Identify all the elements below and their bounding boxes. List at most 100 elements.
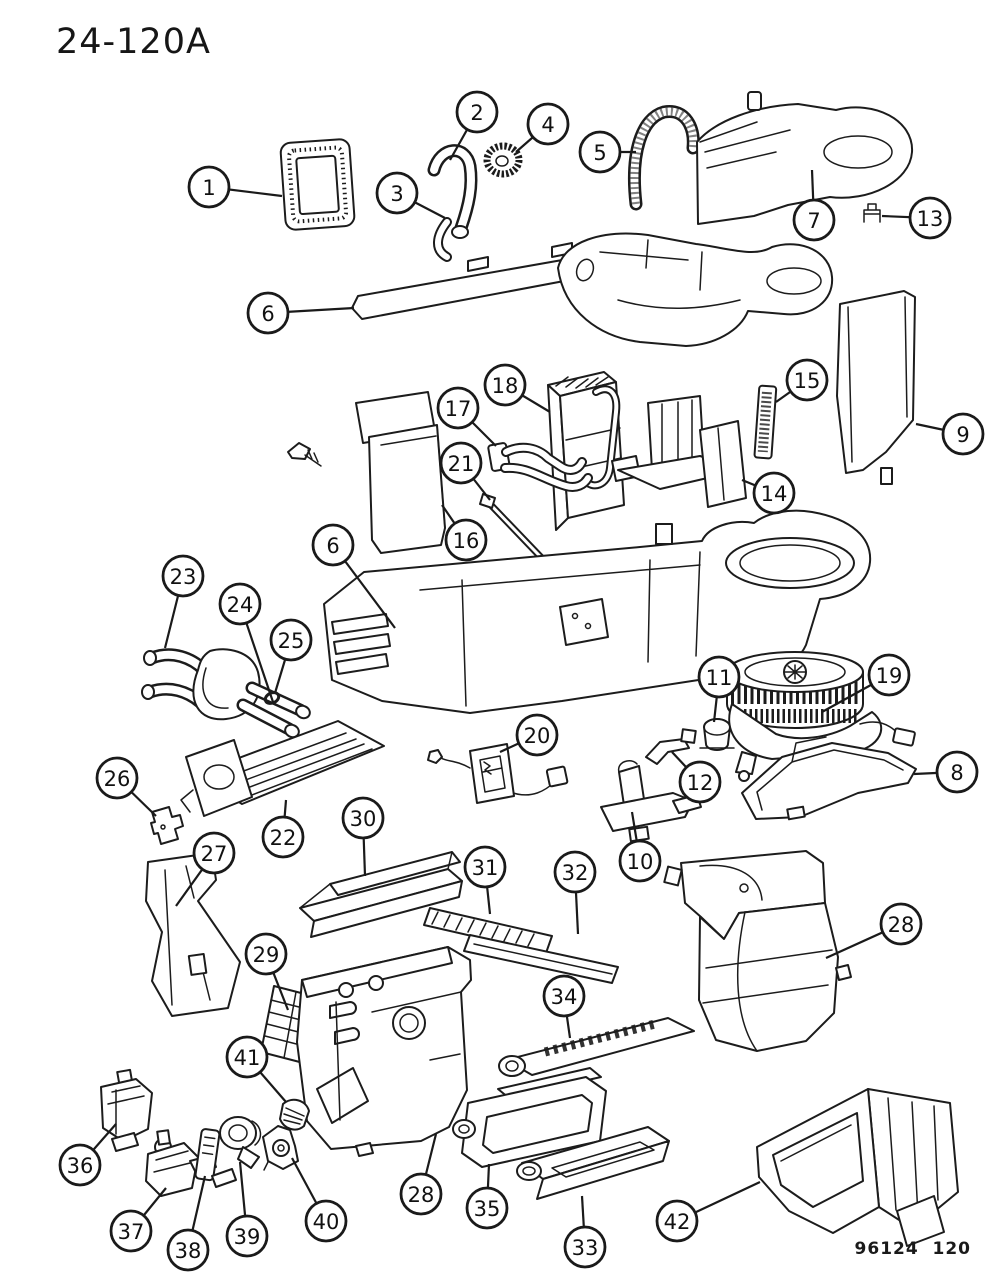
callout-circle[interactable] bbox=[166, 1228, 210, 1272]
callout-13[interactable]: 13 bbox=[881, 196, 952, 240]
callout-circle[interactable] bbox=[187, 165, 231, 209]
callout-22[interactable]: 22 bbox=[261, 799, 305, 859]
callout-17[interactable]: 17 bbox=[436, 386, 497, 447]
callout-26[interactable]: 26 bbox=[95, 756, 157, 817]
callout-34[interactable]: 34 bbox=[542, 974, 586, 1039]
callout-41[interactable]: 41 bbox=[225, 1035, 287, 1103]
callout-circle[interactable] bbox=[792, 198, 836, 242]
callout-39[interactable]: 39 bbox=[225, 1161, 269, 1258]
callout-29[interactable]: 29 bbox=[244, 932, 290, 1011]
callout-circle[interactable] bbox=[867, 653, 911, 697]
callout-circle[interactable] bbox=[542, 974, 586, 1018]
callout-38[interactable]: 38 bbox=[166, 1175, 210, 1272]
callout-circle[interactable] bbox=[785, 358, 829, 402]
callout-6[interactable]: 6 bbox=[311, 523, 396, 629]
callout-27[interactable]: 27 bbox=[175, 831, 236, 907]
part-lever-38 bbox=[194, 1128, 237, 1188]
callout-circle[interactable] bbox=[526, 102, 570, 146]
callout-circle[interactable] bbox=[439, 441, 483, 485]
callout-21[interactable]: 21 bbox=[439, 441, 491, 501]
callout-16[interactable]: 16 bbox=[441, 504, 488, 562]
callout-circle[interactable] bbox=[483, 363, 527, 407]
callout-11[interactable]: 11 bbox=[697, 655, 741, 723]
callout-circle[interactable] bbox=[515, 713, 559, 757]
callout-number: 15 bbox=[794, 369, 821, 393]
part-floor-duct bbox=[756, 1088, 959, 1247]
callout-25[interactable]: 25 bbox=[269, 618, 313, 694]
callout-9[interactable]: 9 bbox=[915, 412, 985, 456]
callout-2[interactable]: 2 bbox=[449, 90, 499, 161]
callout-circle[interactable] bbox=[436, 386, 480, 430]
callout-circle[interactable] bbox=[341, 796, 385, 840]
callout-circle[interactable] bbox=[563, 1225, 607, 1269]
callout-circle[interactable] bbox=[578, 130, 622, 174]
part-side-panel bbox=[836, 290, 916, 485]
callout-1[interactable]: 1 bbox=[187, 165, 283, 209]
callout-circle[interactable] bbox=[655, 1199, 699, 1243]
callout-4[interactable]: 4 bbox=[515, 102, 570, 153]
callout-circle[interactable] bbox=[941, 412, 985, 456]
callout-circle[interactable] bbox=[109, 1209, 153, 1253]
callout-number: 5 bbox=[593, 141, 606, 165]
callout-5[interactable]: 5 bbox=[578, 130, 636, 174]
callout-31[interactable]: 31 bbox=[463, 845, 507, 915]
callout-circle[interactable] bbox=[161, 554, 205, 598]
callout-circle[interactable] bbox=[463, 845, 507, 889]
callout-number: 4 bbox=[541, 113, 554, 137]
part-evap-bracket bbox=[150, 806, 184, 845]
callout-circle[interactable] bbox=[444, 518, 488, 562]
callout-36[interactable]: 36 bbox=[58, 1123, 117, 1187]
part-main-housing-right bbox=[663, 850, 852, 1052]
callout-37[interactable]: 37 bbox=[109, 1187, 167, 1253]
part-defroster-duct bbox=[696, 91, 914, 225]
callout-circle[interactable] bbox=[553, 850, 597, 894]
callout-circle[interactable] bbox=[269, 618, 313, 662]
callout-circle[interactable] bbox=[244, 932, 288, 976]
callout-28[interactable]: 28 bbox=[825, 902, 923, 960]
callout-8[interactable]: 8 bbox=[913, 750, 979, 794]
callout-35[interactable]: 35 bbox=[465, 1163, 509, 1230]
callout-circle[interactable] bbox=[375, 171, 419, 215]
callout-19[interactable]: 19 bbox=[821, 653, 911, 713]
callout-15[interactable]: 15 bbox=[775, 358, 829, 403]
part-main-housing-left bbox=[296, 946, 472, 1157]
callout-circle[interactable] bbox=[225, 1035, 269, 1079]
callout-circle[interactable] bbox=[697, 655, 741, 699]
callout-6[interactable]: 6 bbox=[246, 291, 355, 335]
callout-circle[interactable] bbox=[58, 1143, 102, 1187]
callout-24[interactable]: 24 bbox=[218, 582, 275, 703]
callout-7[interactable]: 7 bbox=[792, 169, 836, 242]
callout-28[interactable]: 28 bbox=[399, 1133, 443, 1216]
callout-circle[interactable] bbox=[908, 196, 952, 240]
callout-circle[interactable] bbox=[618, 839, 662, 883]
callout-20[interactable]: 20 bbox=[499, 713, 559, 757]
callout-circle[interactable] bbox=[311, 523, 355, 567]
callout-30[interactable]: 30 bbox=[341, 796, 385, 877]
callout-3[interactable]: 3 bbox=[375, 171, 446, 219]
callout-circle[interactable] bbox=[246, 291, 290, 335]
callout-circle[interactable] bbox=[879, 902, 923, 946]
callout-circle[interactable] bbox=[192, 831, 236, 875]
callout-14[interactable]: 14 bbox=[741, 471, 796, 515]
callout-circle[interactable] bbox=[935, 750, 979, 794]
callout-circle[interactable] bbox=[678, 760, 722, 804]
callout-number: 16 bbox=[453, 529, 480, 553]
callout-12[interactable]: 12 bbox=[671, 751, 722, 804]
callout-23[interactable]: 23 bbox=[161, 554, 205, 649]
callout-circle[interactable] bbox=[225, 1214, 269, 1258]
callout-42[interactable]: 42 bbox=[655, 1181, 761, 1243]
callout-circle[interactable] bbox=[95, 756, 139, 800]
callout-18[interactable]: 18 bbox=[483, 363, 551, 413]
callout-circle[interactable] bbox=[752, 471, 796, 515]
callout-33[interactable]: 33 bbox=[563, 1195, 607, 1269]
callout-circle[interactable] bbox=[304, 1199, 348, 1243]
callout-10[interactable]: 10 bbox=[618, 811, 662, 883]
callout-circle[interactable] bbox=[261, 815, 305, 859]
callout-circle[interactable] bbox=[465, 1186, 509, 1230]
callout-circle[interactable] bbox=[455, 90, 499, 134]
callout-circle[interactable] bbox=[399, 1172, 443, 1216]
callout-40[interactable]: 40 bbox=[291, 1157, 348, 1243]
callout-32[interactable]: 32 bbox=[553, 850, 597, 935]
callout-circle[interactable] bbox=[218, 582, 262, 626]
